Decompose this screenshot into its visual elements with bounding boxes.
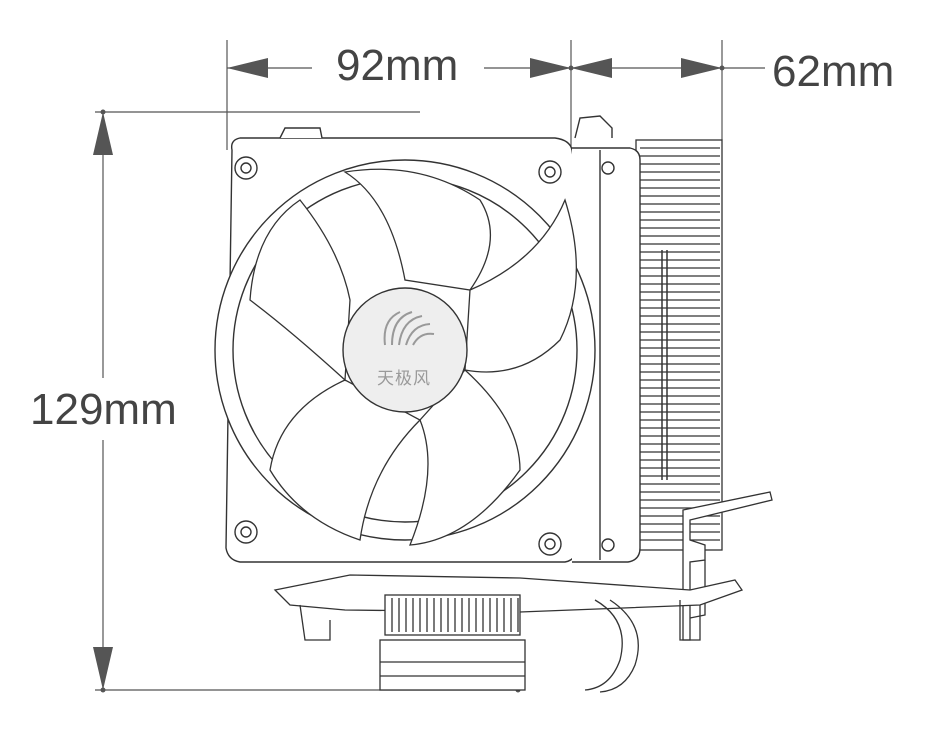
base-fins-block: [384, 594, 521, 636]
heatsink: [635, 139, 773, 641]
width-arrow-left: [227, 58, 268, 78]
screw-holes: [234, 156, 615, 556]
height-arrow-top: [93, 112, 113, 155]
fan-clip: [682, 491, 773, 641]
heatpipe: [584, 599, 623, 691]
depth-arrow-right: [681, 58, 722, 78]
depth-dimension-label: 62mm: [772, 47, 895, 96]
width-arrow-right: [530, 58, 571, 78]
depth-arrow-left: [571, 58, 612, 78]
base-plate: [379, 639, 526, 691]
height-dimension-label: 129mm: [30, 385, 177, 434]
fan-hub: [342, 287, 468, 413]
hub-logo-icon: [383, 311, 435, 346]
hub-logo-text: 天极风: [377, 369, 431, 389]
heatsink-body: [635, 139, 723, 551]
height-arrow-bottom: [93, 647, 113, 690]
cooler-base: [273, 574, 744, 693]
width-dimension-label: 92mm: [336, 41, 459, 90]
fan-blades: [249, 168, 578, 546]
fan-shroud-side: [572, 147, 641, 563]
